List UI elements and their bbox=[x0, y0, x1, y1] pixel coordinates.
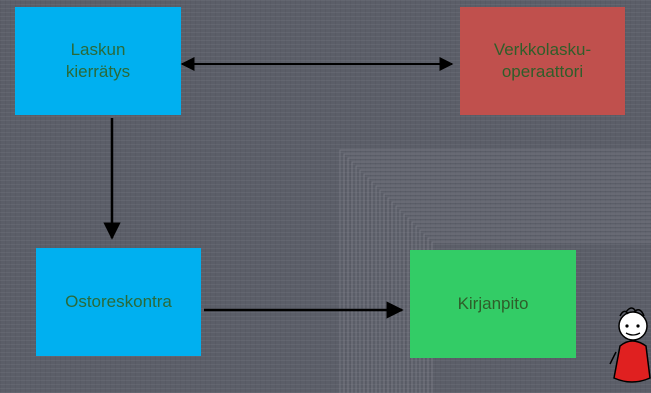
cartoon-figure-icon bbox=[609, 307, 651, 383]
frame-line bbox=[367, 177, 651, 393]
node-label-line: Laskun bbox=[70, 40, 126, 59]
node-verkkolasku-operaattori: Verkkolasku- operaattori bbox=[460, 7, 625, 115]
node-label-line: Verkkolasku- bbox=[493, 40, 592, 59]
frame-line bbox=[387, 197, 651, 393]
node-label: Ostoreskontra bbox=[65, 292, 172, 311]
frame-line bbox=[383, 193, 651, 393]
frame-line bbox=[399, 209, 651, 393]
frame-line bbox=[339, 149, 651, 393]
frame-line bbox=[379, 189, 651, 393]
node-kirjanpito: Kirjanpito bbox=[410, 250, 576, 358]
frame-line bbox=[347, 157, 651, 393]
frame-line bbox=[351, 161, 651, 393]
frame-line bbox=[391, 201, 651, 393]
frame-line bbox=[375, 185, 651, 393]
frame-line bbox=[403, 213, 651, 393]
node-laskun-kierratys: Laskun kierrätys bbox=[15, 7, 181, 115]
frame-line bbox=[343, 153, 651, 393]
node-label-line: operaattori bbox=[501, 62, 584, 81]
frame-line bbox=[395, 205, 651, 393]
node-label: Kirjanpito bbox=[457, 294, 529, 313]
frame-line bbox=[359, 169, 651, 393]
node-label-line: kierrätys bbox=[65, 62, 131, 81]
frame-line bbox=[371, 181, 651, 393]
frame-line bbox=[363, 173, 651, 393]
frame-line bbox=[355, 165, 651, 393]
frame-line bbox=[407, 217, 651, 393]
node-ostoreskontra: Ostoreskontra bbox=[36, 248, 201, 356]
